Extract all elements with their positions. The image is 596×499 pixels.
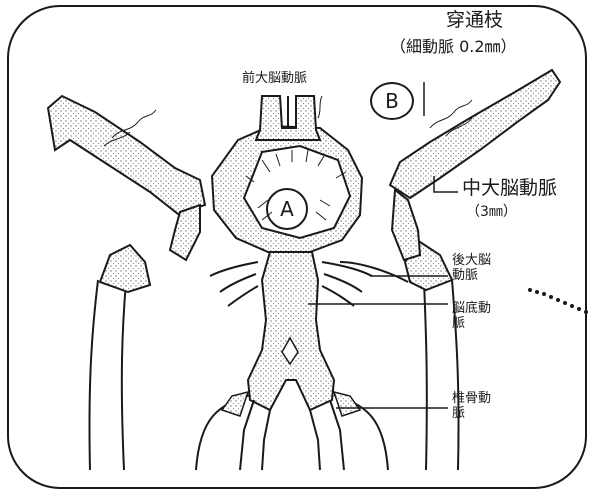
label-middle-cerebral: 中大脳動脈 xyxy=(462,178,557,200)
left-middle-cerebral-vessel xyxy=(48,96,205,214)
left-vertebral-stub xyxy=(222,392,248,416)
right-mca-lower-branch xyxy=(392,190,420,260)
left-pcom-connection xyxy=(100,245,150,292)
label-middle-cerebral-size: （3㎜） xyxy=(466,204,517,220)
marker-a: A xyxy=(266,188,308,230)
basilar-vessel xyxy=(248,252,334,410)
right-vertebral-stub xyxy=(334,392,360,416)
marker-b: B xyxy=(370,82,414,120)
left-outer-vessel xyxy=(89,280,126,470)
label-perforator-title: 穿通枝 xyxy=(446,10,503,32)
label-posterior-cerebral: 後大脳動脈 xyxy=(452,254,496,284)
label-anterior-cerebral: 前大脳動脈 xyxy=(242,72,307,87)
label-vertebral: 椎骨動脈 xyxy=(452,392,496,422)
label-perforator-detail: （細動脈 0.2㎜） xyxy=(390,38,517,56)
label-basilar: 脳底動脈 xyxy=(452,302,496,332)
left-mca-lower-branch xyxy=(170,205,200,260)
dotted-pointer xyxy=(528,288,588,314)
